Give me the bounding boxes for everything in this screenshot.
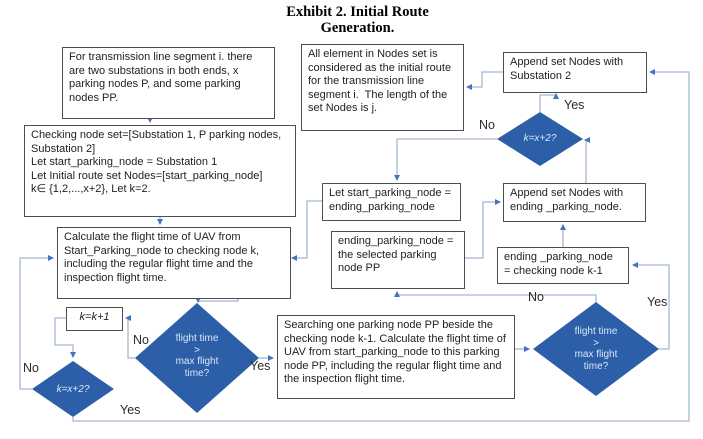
decision-k-equals-x-plus-2-bottom (32, 361, 114, 417)
connector-k-check-no-to-calc (19, 255, 54, 390)
decision-label-flight-center: flight time > max flight time? (175, 333, 219, 379)
edge-label-yes-top-diamond: Yes (564, 98, 585, 112)
edge-label-yes-center-diamond: Yes (250, 359, 271, 373)
decision-flight-time-center (135, 303, 259, 413)
connector-flight-right-no-to-ending-selected (394, 291, 597, 302)
exhibit-title: Exhibit 2. Initial Route Generation. (225, 4, 490, 36)
decision-label-k-bottom: k=x+2? (56, 384, 90, 395)
edge-label-yes-right-diamond: Yes (647, 295, 668, 309)
box-ending-node-selected-pp: ending_parking_node = the selected parki… (331, 231, 465, 289)
edge-label-no-top-diamond: No (479, 118, 495, 132)
connector-k-check-top-no-to-set-start (394, 138, 497, 181)
box-increment-k: k=k+1 (66, 307, 123, 331)
box-append-ending-parking-node: Append set Nodes with ending _parking_no… (503, 183, 646, 222)
connector-k-check-top-yes-to-append-substation2 (539, 93, 559, 112)
connector-append-ending-to-k-check-top (584, 137, 590, 183)
edge-label-yes-bottom-diamond: Yes (120, 403, 141, 417)
box-ending-node-checking-k-minus-1: ending _parking_node = checking node k-1 (497, 247, 629, 284)
box-set-start-parking-node: Let start_parking_node = ending_parking_… (322, 183, 461, 221)
edge-label-no-bottom-diamond: No (23, 361, 39, 375)
title-line-1: Exhibit 2. Initial Route (286, 4, 429, 20)
connector-increment-to-k-check (54, 317, 76, 358)
decision-label-k-top: k=x+2? (523, 133, 557, 144)
connector-append-substation2-to-terminal (466, 71, 503, 90)
decision-flight-time-right (533, 302, 659, 396)
connector-k-check-yes-to-append-substation2 (72, 69, 690, 422)
box-calculate-flight-time: Calculate the flight time of UAV from St… (57, 227, 291, 299)
box-initial-route-terminal: All element in Nodes set is considered a… (301, 44, 464, 131)
box-append-substation2: Append set Nodes with Substation 2 (503, 52, 647, 93)
connector-calc-to-flight-check (195, 297, 239, 303)
box-checking-node-set-init: Checking node set=[Substation 1, P parki… (24, 125, 296, 217)
edge-label-no-right-diamond: No (528, 290, 544, 304)
decision-label-flight-right: flight time > max flight time? (574, 326, 618, 372)
connector-set-start-to-calc (291, 200, 322, 261)
connector-flight-right-yes-to-ending-checking (632, 262, 670, 350)
connector-flight-check-no-to-increment (125, 315, 135, 359)
title-line-2: Generation. (320, 20, 395, 36)
box-transmission-segment-intro: For transmission line segment i. there a… (62, 47, 275, 119)
edge-label-no-center-diamond: No (133, 333, 149, 347)
connector-ending-selected-to-append-ending (465, 199, 501, 259)
box-search-parking-node-pp: Searching one parking node PP beside the… (277, 315, 515, 399)
decision-k-equals-x-plus-2-top (497, 112, 583, 166)
